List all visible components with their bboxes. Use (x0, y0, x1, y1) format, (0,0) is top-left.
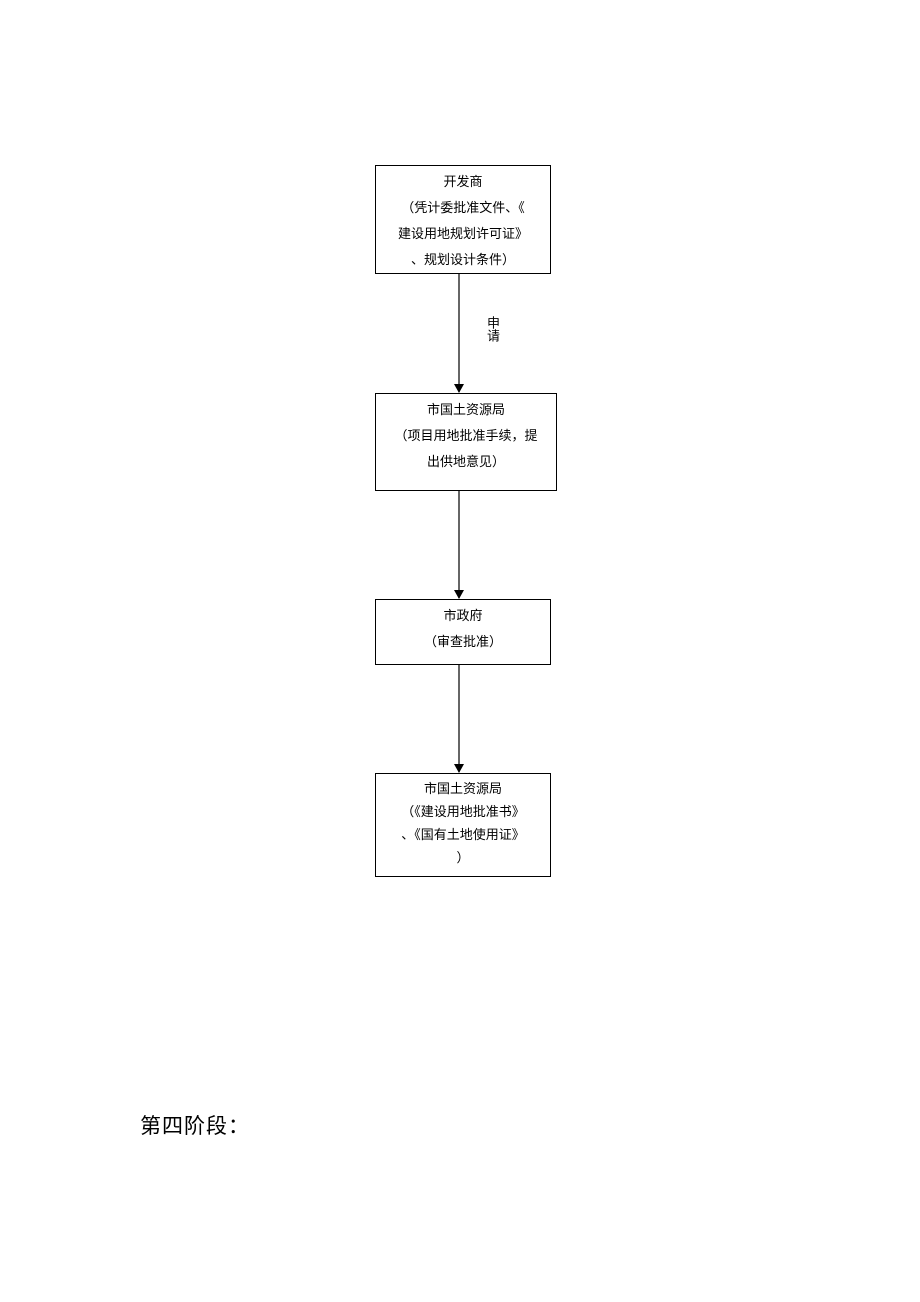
box-land-bureau-certificate: 市国土资源局 （《建设用地批准书》 、《国有土地使用证》 ） (375, 773, 551, 877)
box-city-government-line: （审查批准） (423, 635, 502, 650)
box-land-bureau-certificate-line: ） (456, 851, 470, 866)
box-developer-line: 、规划设计条件） (410, 253, 515, 268)
box-developer-line: 建设用地规划许可证》 (397, 227, 528, 242)
arrow-label-apply: 申请 (484, 316, 499, 342)
box-developer: 开发商 （凭计委批准文件、《 建设用地规划许可证》 、规划设计条件） (375, 165, 551, 274)
box-land-bureau-review-line: （项目用地批准手续，提 (394, 429, 538, 444)
section-title: 第四阶段： (140, 1114, 250, 1138)
box-developer-line: 开发商 (443, 175, 483, 190)
box-land-bureau-review: 市国土资源局 （项目用地批准手续，提 出供地意见） (375, 393, 557, 491)
box-land-bureau-review-line: 市国土资源局 (426, 403, 505, 418)
box-land-bureau-review-line: 出供地意见） (426, 455, 505, 470)
box-city-government: 市政府 （审查批准） (375, 599, 551, 665)
box-land-bureau-certificate-line: （《建设用地批准书》 (401, 805, 525, 820)
box-land-bureau-certificate-line: 市国土资源局 (423, 782, 502, 797)
box-city-government-line: 市政府 (443, 609, 483, 624)
box-developer-line: （凭计委批准文件、《 (401, 201, 525, 216)
box-land-bureau-certificate-line: 、《国有土地使用证》 (401, 828, 525, 843)
